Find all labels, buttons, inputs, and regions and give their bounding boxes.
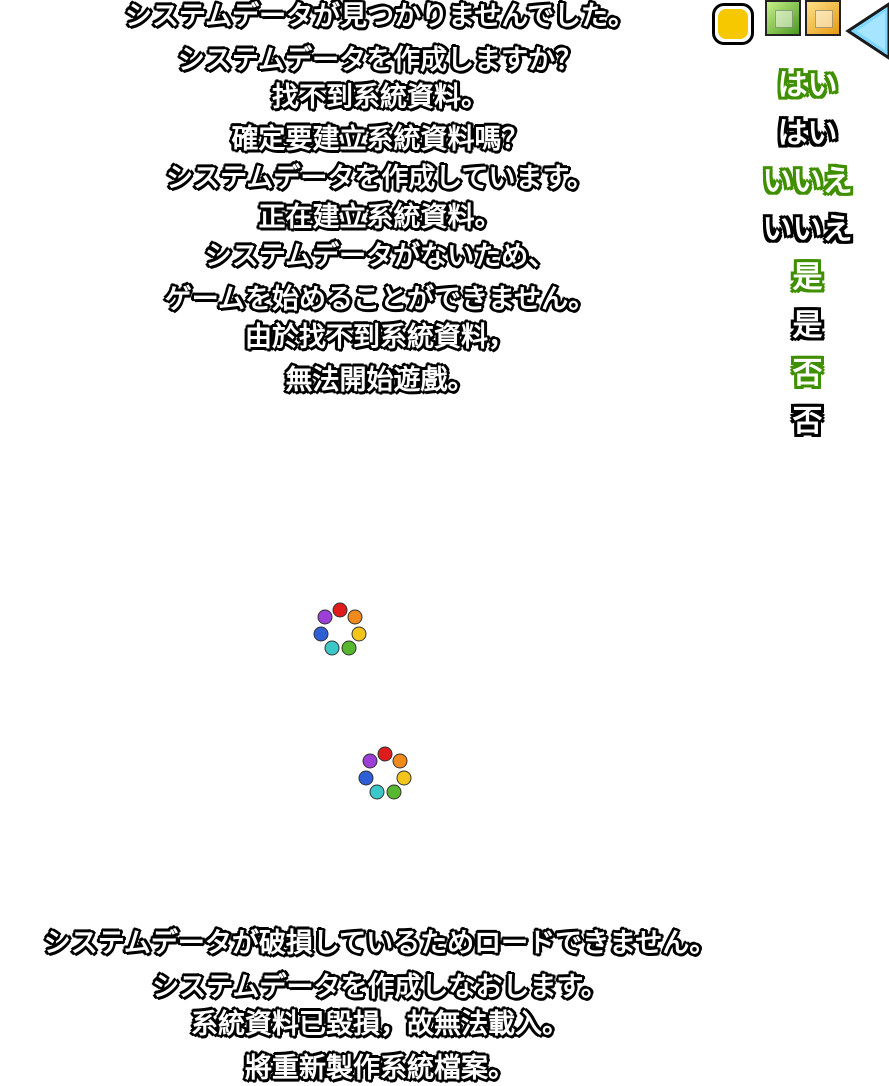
puyo-ring-spinner-icon (313, 602, 367, 656)
message-system-data-not-found-ja: システムデータが見つかりませんでした。 (124, 1, 636, 32)
message-create-system-data-question-zh: 確定要建立系統資料嗎？ (231, 124, 529, 155)
choice-no-zh-selected[interactable]: 否 (792, 356, 823, 391)
loading-spinner-1 (313, 602, 367, 656)
message-creating-system-data-zh: 正在建立系統資料。 (258, 202, 502, 233)
choice-yes-ja[interactable]: はい (777, 116, 838, 151)
choice-no-zh[interactable]: 否 (792, 404, 823, 439)
choice-yes-zh-selected[interactable]: 是 (792, 260, 823, 295)
message-creating-system-data-ja: システムデータを作成しています。 (166, 163, 594, 194)
back-button[interactable] (845, 2, 889, 60)
confirm-button[interactable] (712, 3, 754, 45)
puyo-ring-spinner-icon (358, 746, 412, 800)
message-no-system-data-zh-1: 由於找不到系統資料， (245, 322, 515, 353)
loading-spinner-2 (358, 746, 412, 800)
message-recreate-system-data-zh: 將重新製作系統檔案。 (245, 1053, 515, 1084)
message-no-system-data-zh-2: 無法開始遊戲。 (285, 365, 475, 396)
choice-yes-ja-selected[interactable]: はい (777, 68, 838, 103)
message-system-data-not-found-zh: 找不到系統資料。 (272, 82, 488, 113)
green-square-button[interactable] (765, 0, 801, 36)
choice-no-ja[interactable]: いいえ (762, 212, 853, 247)
message-system-data-corrupted-zh: 系統資料已毀損，故無法載入。 (191, 1009, 569, 1040)
choice-no-ja-selected[interactable]: いいえ (762, 164, 853, 199)
message-create-system-data-question-ja: システムデータを作成しますか？ (177, 45, 583, 76)
message-recreate-system-data-ja: システムデータを作成しなおします。 (152, 972, 608, 1003)
choice-yes-zh[interactable]: 是 (792, 308, 823, 343)
message-no-system-data-ja-2: ゲームを始めることができません。 (164, 284, 596, 315)
message-system-data-corrupted-ja: システムデータが破損しているためロードできません。 (43, 928, 717, 959)
message-no-system-data-ja-1: システムデータがないため、 (204, 241, 556, 272)
orange-square-button[interactable] (805, 0, 841, 36)
